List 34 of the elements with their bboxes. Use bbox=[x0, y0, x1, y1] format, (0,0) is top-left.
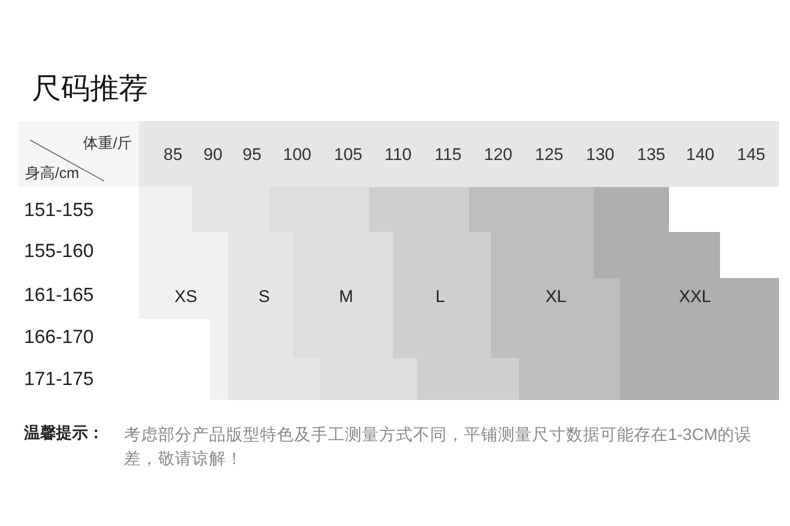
weight-value: 85 bbox=[164, 146, 182, 162]
weight-value: 115 bbox=[434, 146, 462, 162]
height-range: 155-160 bbox=[24, 242, 94, 260]
height-range: 151-155 bbox=[24, 200, 94, 220]
column-header: 体重/斤 bbox=[83, 136, 132, 150]
size-region bbox=[469, 187, 620, 400]
size-label: XS bbox=[174, 288, 198, 304]
weight-value: 145 bbox=[737, 146, 766, 162]
size-region bbox=[269, 187, 417, 400]
note-text: 考虑部分产品版型特色及手工测量方式不同，平铺测量尺寸数据可能存在1-3CM的误差，敬请谅解！ bbox=[124, 425, 753, 470]
weight-value: 110 bbox=[384, 146, 412, 162]
size-region bbox=[139, 187, 228, 400]
weight-value: 100 bbox=[283, 146, 312, 162]
row-header: 身高/cm bbox=[25, 166, 80, 180]
size-region bbox=[369, 187, 519, 400]
note-label: 温馨提示： bbox=[24, 426, 104, 442]
size-label: M bbox=[339, 288, 354, 304]
weight-value: 105 bbox=[334, 146, 362, 162]
size-label: S bbox=[258, 288, 270, 304]
weight-value: 120 bbox=[484, 146, 512, 162]
weight-value: 140 bbox=[686, 146, 714, 162]
weight-value: 130 bbox=[586, 146, 614, 162]
title: 尺码推荐 bbox=[32, 74, 148, 102]
size-label: XL bbox=[546, 288, 566, 304]
weight-value: 135 bbox=[637, 146, 666, 162]
size-label: L bbox=[436, 288, 445, 304]
weight-value: 95 bbox=[242, 146, 262, 162]
size-label: XXL bbox=[679, 288, 712, 304]
height-range: 171-175 bbox=[24, 370, 94, 388]
size-region bbox=[594, 187, 779, 400]
height-range: 166-170 bbox=[24, 328, 94, 346]
weight-value: 125 bbox=[535, 146, 564, 162]
weight-value: 90 bbox=[204, 146, 222, 162]
height-range: 161-165 bbox=[24, 286, 94, 304]
